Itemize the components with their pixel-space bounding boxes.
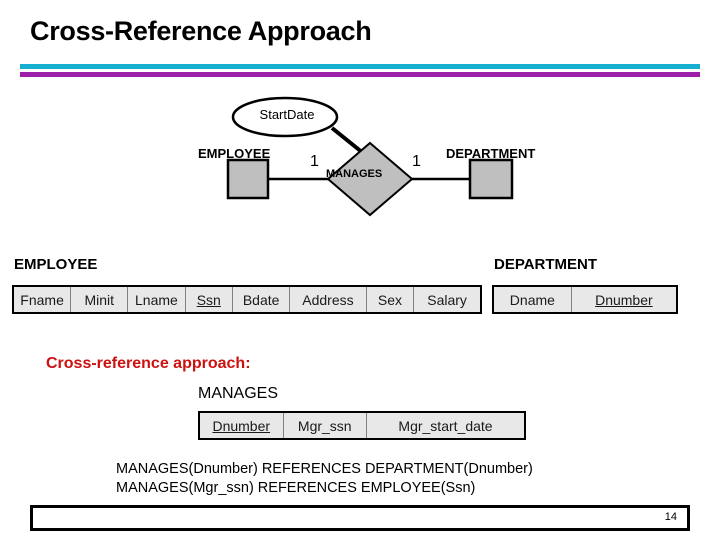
cross-reference-heading: Cross-reference approach: bbox=[46, 355, 251, 372]
schema-title-department: DEPARTMENT bbox=[494, 256, 598, 273]
schema-column-label: Sex bbox=[377, 291, 402, 308]
er-relationship-label-manages: MANAGES bbox=[326, 168, 383, 180]
schema-column-fname: Fname bbox=[14, 287, 72, 312]
schema-column-label: Mgr_ssn bbox=[297, 417, 352, 434]
schema-column-dname: Dname bbox=[494, 287, 572, 312]
schema-column-dnumber: Dnumber bbox=[200, 413, 284, 438]
fk-constraint-line: MANAGES(Mgr_ssn) REFERENCES EMPLOYEE(Ssn… bbox=[116, 480, 476, 496]
page-title: Cross-Reference Approach bbox=[30, 16, 372, 46]
page-number: 14 bbox=[664, 511, 677, 523]
er-cardinality-right: 1 bbox=[412, 153, 421, 170]
schema-column-salary: Salary bbox=[414, 287, 480, 312]
entity-box-department bbox=[468, 158, 514, 200]
schema-column-label: Dnumber bbox=[212, 417, 271, 434]
schema-column-label: Mgr_start_date bbox=[398, 417, 493, 434]
schema-column-dnumber: Dnumber bbox=[572, 287, 676, 312]
divider-bar-cyan bbox=[20, 64, 700, 69]
schema-table-manages: Dnumber Mgr_ssn Mgr_start_date bbox=[198, 411, 526, 440]
schema-column-mgr_ssn: Mgr_ssn bbox=[284, 413, 367, 438]
schema-column-label: Minit bbox=[84, 291, 115, 308]
schema-column-mgr_start_date: Mgr_start_date bbox=[367, 413, 524, 438]
relationship-diamond-manages bbox=[326, 141, 414, 217]
er-entity-label-employee: EMPLOYEE bbox=[198, 146, 271, 161]
footer-box: 14 bbox=[30, 505, 690, 531]
attribute-ellipse-startdate bbox=[231, 96, 339, 138]
schema-column-label: Lname bbox=[135, 291, 178, 308]
schema-column-bdate: Bdate bbox=[233, 287, 291, 312]
schema-column-label: Fname bbox=[20, 291, 64, 308]
schema-column-address: Address bbox=[290, 287, 367, 312]
schema-title-employee: EMPLOYEE bbox=[14, 256, 98, 273]
schema-table-department: Dname Dnumber bbox=[492, 285, 678, 314]
entity-box-employee bbox=[226, 158, 270, 200]
schema-column-label: Dname bbox=[509, 291, 555, 308]
schema-column-lname: Lname bbox=[128, 287, 186, 312]
foreign-key-constraints: MANAGES(Dnumber) REFERENCES DEPARTMENT(D… bbox=[116, 460, 533, 498]
schema-column-label: Ssn bbox=[196, 291, 221, 308]
schema-title-manages: MANAGES bbox=[198, 385, 279, 402]
schema-column-label: Salary bbox=[427, 291, 467, 308]
divider-bar-purple bbox=[20, 72, 700, 77]
schema-column-minit: Minit bbox=[71, 287, 129, 312]
schema-column-label: Dnumber bbox=[595, 291, 653, 308]
schema-column-label: Bdate bbox=[242, 291, 280, 308]
er-entity-label-department: DEPARTMENT bbox=[446, 146, 536, 161]
schema-table-employee: Fname Minit Lname Ssn Bdate Address Sex Salary bbox=[12, 285, 482, 314]
fk-constraint-line: MANAGES(Dnumber) REFERENCES DEPARTMENT(D… bbox=[116, 461, 533, 477]
er-attribute-label: StartDate bbox=[259, 107, 315, 122]
schema-column-ssn: Ssn bbox=[186, 287, 234, 312]
schema-column-label: Address bbox=[302, 291, 354, 308]
schema-column-sex: Sex bbox=[367, 287, 415, 312]
er-cardinality-left: 1 bbox=[310, 153, 319, 170]
er-diagram: StartDate EMPLOYEE DEPARTMENT MANAGES 1 … bbox=[180, 95, 580, 225]
